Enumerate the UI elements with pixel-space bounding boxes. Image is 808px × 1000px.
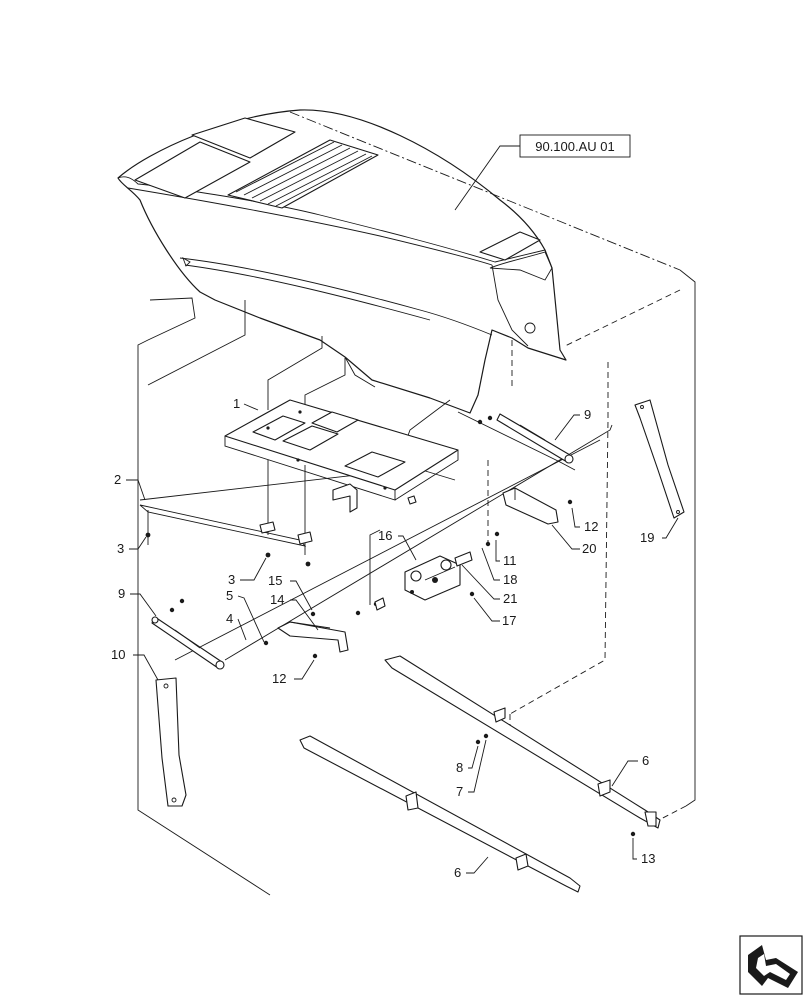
- callout-21: 21: [503, 591, 517, 606]
- part-16-hinge: [404, 555, 461, 601]
- callout-3a: 3: [117, 541, 124, 556]
- callout-16: 16: [378, 528, 392, 543]
- reference-label: 90.100.AU 01: [535, 139, 615, 154]
- callout-19: 19: [640, 530, 654, 545]
- reference-box[interactable]: 90.100.AU 01: [454, 134, 631, 211]
- callout-11: 11: [503, 553, 517, 568]
- hood-grille: [227, 139, 379, 209]
- fasteners: [145, 415, 636, 837]
- callout-12b: 12: [272, 671, 286, 686]
- callout-14: 14: [270, 592, 284, 607]
- support-bracket: [332, 483, 358, 513]
- callout-1: 1: [233, 396, 240, 411]
- callout-6a: 6: [642, 753, 649, 768]
- callout-18: 18: [503, 572, 517, 587]
- callout-5: 5: [226, 588, 233, 603]
- part-19-support-arm-right: [634, 399, 685, 519]
- part-6-rail-lower: [299, 735, 581, 893]
- callout-2: 2: [114, 472, 121, 487]
- callouts: 1 2 3 3 4 5 6 6 7 8 9 9 10 11 12 12 13: [111, 396, 679, 880]
- callout-10: 10: [111, 647, 125, 662]
- callout-3b: 3: [228, 572, 235, 587]
- callout-20: 20: [582, 541, 596, 556]
- part-2-strap: [139, 504, 313, 547]
- rod-hardware: [374, 495, 473, 611]
- part-20-bracket: [502, 487, 559, 525]
- callout-8: 8: [456, 760, 463, 775]
- hood-assembly: [117, 109, 567, 414]
- callout-17: 17: [502, 613, 516, 628]
- part-1-mounting-plate: [224, 399, 459, 501]
- callout-13: 13: [641, 851, 655, 866]
- part-14-bracket: [277, 621, 349, 653]
- part-10-support-arm-left: [155, 677, 187, 807]
- part-6-rail-upper: [384, 655, 661, 829]
- part-9-gas-strut-left: [151, 616, 225, 670]
- next-page-arrow-icon[interactable]: [739, 935, 803, 995]
- part-9-gas-strut-right: [496, 413, 574, 464]
- callout-7: 7: [456, 784, 463, 799]
- phantom-lines: [137, 111, 696, 896]
- callout-12a: 12: [584, 519, 598, 534]
- callout-9a: 9: [584, 407, 591, 422]
- callout-6b: 6: [454, 865, 461, 880]
- callout-15: 15: [268, 573, 282, 588]
- callout-9b: 9: [118, 586, 125, 601]
- callout-4: 4: [226, 611, 233, 626]
